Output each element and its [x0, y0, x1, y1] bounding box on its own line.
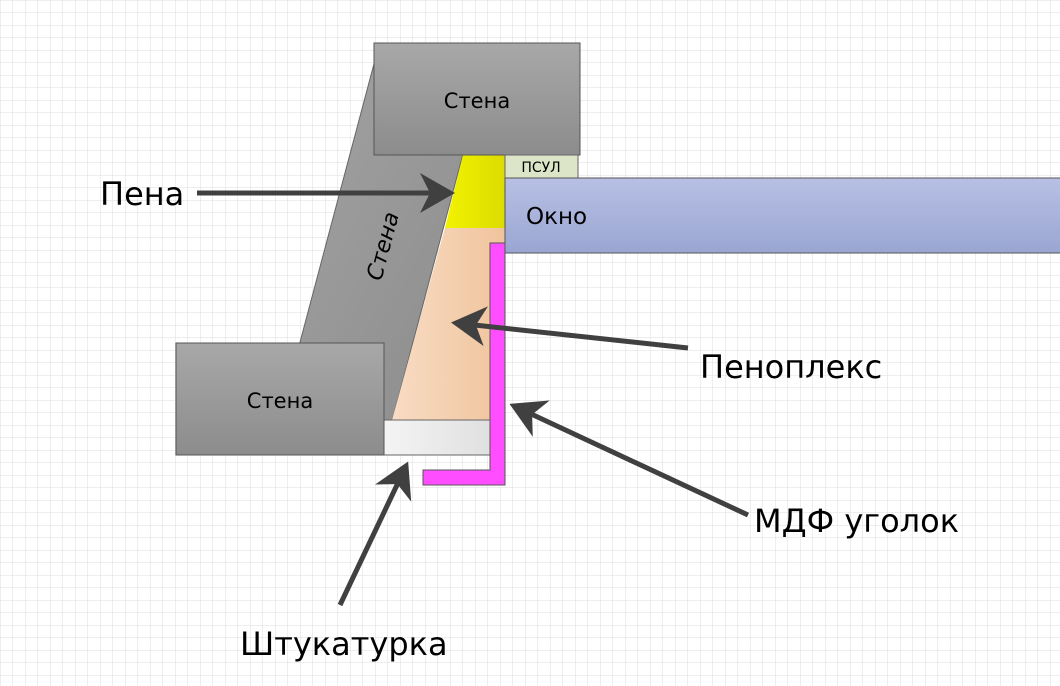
- plaster-layer: [343, 419, 491, 456]
- penoplex-fill: [392, 228, 505, 420]
- foam-label: Пена: [100, 175, 184, 213]
- window-label: Окно: [526, 204, 587, 230]
- plaster-label: Штукатурка: [240, 625, 448, 663]
- mdf-corner-shape: [422, 242, 506, 486]
- psul-label: ПСУЛ: [521, 160, 560, 176]
- mdf-arrow: [509, 400, 750, 518]
- wall-bottom-label: Стена: [247, 389, 313, 413]
- foam-fill: [445, 155, 505, 228]
- penoplex-arrow: [451, 306, 689, 351]
- wall-bottom: Стена: [175, 342, 385, 456]
- plaster-arrow: [337, 461, 412, 607]
- mdf-corner-label: МДФ уголок: [754, 502, 959, 540]
- psul-tape: ПСУЛ: [504, 154, 579, 179]
- penoplex-label: Пеноплекс: [700, 348, 882, 386]
- wall-top-label: Стена: [444, 89, 510, 113]
- window-frame: Окно: [504, 177, 1060, 254]
- wall-top: Стена: [373, 42, 581, 156]
